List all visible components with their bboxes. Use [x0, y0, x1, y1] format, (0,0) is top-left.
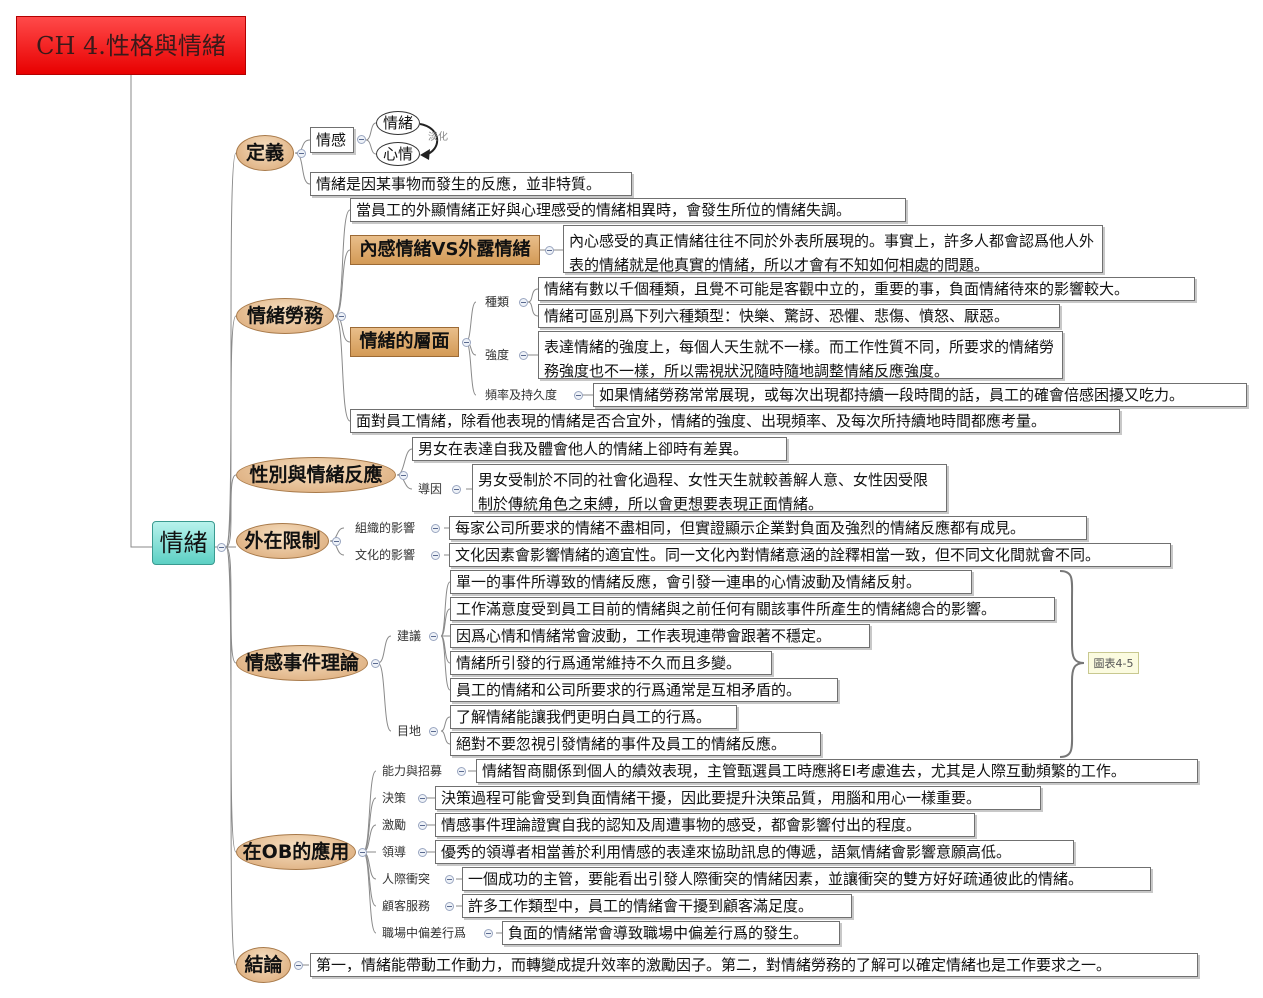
ob-motivation-text[interactable]: 情感事件理論證實自我的認知及周遭事物的感受，都會影響付出的程度。 [435, 813, 975, 837]
fade-label: 淡化 [428, 132, 448, 143]
ob-decision-text[interactable]: 決策過程可能會受到負面情緒干擾，因此要提升決策品質，用腦和用心一樣重要。 [435, 786, 1041, 810]
gender-cause-text[interactable]: 男女受制於不同的社會化過程、女性天生就較善解人意、女性因受限制於傳統角色之束縛，… [472, 464, 947, 513]
emotional-labor-summary[interactable]: 面對員工情緒，除看他表現的情緒是否合宜外，情緒的強度、出現頻率、及每次所持續地時… [350, 409, 1120, 433]
collapse-toggle-icon[interactable] [457, 767, 466, 776]
ob-leadership-text[interactable]: 優秀的領導者相當善於利用情感的表達來協助訊息的傳遞，語氣情緒會影響意願高低。 [435, 840, 1074, 864]
map-title[interactable]: CH 4.性格與情緒 [16, 16, 246, 75]
variety-text-1[interactable]: 情緒有數以千個種類，且覺不可能是客觀中立的，重要的事，負面情緒待來的影響較大。 [538, 277, 1195, 301]
label-leadership: 領導 [382, 845, 407, 859]
frequency-text[interactable]: 如果情緒勞務常常展現，或每次出現都持續一段時間的話，員工的確會倍感困擾又吃力。 [593, 383, 1247, 407]
collapse-toggle-icon[interactable] [294, 961, 303, 970]
label-suggestions: 建議 [397, 629, 422, 643]
label-deviant-behavior: 職場中偏差行爲 [382, 926, 467, 940]
collapse-toggle-icon[interactable] [545, 246, 554, 255]
label-motivation: 激勵 [382, 818, 407, 832]
topic-conclusion[interactable]: 結論 [236, 947, 291, 983]
intensity-text[interactable]: 表達情緒的強度上，每個人天生就不一樣。而工作性質不同，所要求的情緒勞務強度也不一… [538, 331, 1063, 380]
central-topic[interactable]: 情緒 [152, 521, 215, 565]
suggestion-3[interactable]: 因爲心情和情緒常會波動，工作表現連帶會跟著不穩定。 [450, 624, 870, 648]
ob-deviant-behavior-text[interactable]: 負面的情緒常會導致職場中偏差行爲的發生。 [502, 921, 840, 945]
collapse-toggle-icon[interactable] [332, 537, 341, 546]
suggestion-1[interactable]: 單一的事件所導致的情緒反應，會引發一連串的心情波動及情緒反射。 [450, 570, 972, 594]
collapse-toggle-icon[interactable] [431, 551, 440, 560]
topic-definition[interactable]: 定義 [236, 135, 294, 171]
suggestion-4[interactable]: 情緒所引發的行爲通常維持不久而且多變。 [450, 651, 772, 675]
collapse-toggle-icon[interactable] [519, 298, 528, 307]
collapse-toggle-icon[interactable] [462, 338, 471, 347]
felt-vs-displayed-text[interactable]: 內心感受的真正情緒往往不同於外表所展現的。事實上，許多人都會認爲他人外表的情緒就… [563, 225, 1103, 274]
collapse-toggle-icon[interactable] [358, 848, 367, 857]
cultural-influence-text[interactable]: 文化因素會影響情緒的適宜性。同一文化內對情緒意涵的詮釋相當一致，但不同文化間就會… [449, 543, 1171, 567]
topic-gender[interactable]: 性別與情緒反應 [236, 457, 396, 493]
label-variety: 種類 [485, 295, 510, 309]
label-customer-service: 顧客服務 [382, 899, 431, 913]
collapse-toggle-icon[interactable] [357, 135, 366, 144]
label-decision: 決策 [382, 791, 407, 805]
label-cultural-influence: 文化的影響 [355, 548, 416, 562]
collapse-toggle-icon[interactable] [418, 821, 427, 830]
gender-text[interactable]: 男女在表達自我及體會他人的情緒上卻時有差異。 [412, 437, 787, 461]
organizational-influence-text[interactable]: 每家公司所要求的情緒不盡相同，但實證顯示企業對負面及強烈的情緒反應都有成見。 [449, 516, 1087, 540]
label-conflict: 人際衝突 [382, 872, 431, 886]
node-feeling[interactable]: 情感 [310, 127, 354, 153]
subtopic-emotion-dimensions[interactable]: 情緒的層面 [350, 327, 459, 357]
emotional-dissonance-text[interactable]: 當員工的外顯情緒正好與心理感受的情緒相異時，會發生所位的情緒失調。 [350, 198, 906, 222]
label-organizational-influence: 組織的影響 [355, 521, 416, 535]
node-emotion[interactable]: 情緒 [376, 111, 420, 135]
topic-emotional-labor[interactable]: 情緒勞務 [236, 298, 334, 334]
ob-ability-selection-text[interactable]: 情緒智商關係到個人的績效表現，主管甄選員工時應將EI考慮進去，尤其是人際互動頻繁… [476, 759, 1198, 783]
figure-reference-note[interactable]: 圖表4-5 [1088, 652, 1139, 674]
collapse-toggle-icon[interactable] [431, 524, 440, 533]
collapse-toggle-icon[interactable] [399, 471, 408, 480]
collapse-toggle-icon[interactable] [519, 351, 528, 360]
ob-conflict-text[interactable]: 一個成功的主管，要能看出引發人際衝突的情緒因素，並讓衝突的雙方好好疏通彼此的情緒… [462, 867, 1151, 891]
collapse-toggle-icon[interactable] [371, 659, 380, 668]
label-frequency: 頻率及持久度 [485, 388, 558, 402]
collapse-toggle-icon[interactable] [429, 632, 438, 641]
collapse-toggle-icon[interactable] [418, 848, 427, 857]
label-purpose: 目地 [397, 724, 422, 738]
purpose-2[interactable]: 絕對不要忽視引發情緒的事件及員工的情緒反應。 [450, 732, 821, 756]
topic-affective-events-theory[interactable]: 情感事件理論 [236, 645, 368, 681]
collapse-toggle-icon[interactable] [429, 727, 438, 736]
collapse-toggle-icon[interactable] [574, 391, 583, 400]
collapse-toggle-icon[interactable] [484, 929, 493, 938]
label-intensity: 強度 [485, 348, 510, 362]
conclusion-text[interactable]: 第一，情緒能帶動工作動力，而轉變成提升效率的激勵因子。第二，對情緒勞務的了解可以… [310, 953, 1198, 977]
variety-text-2[interactable]: 情緒可區別爲下列六種類型：快樂、驚訝、恐懼、悲傷、憤怒、厭惡。 [538, 304, 1060, 328]
topic-ob-applications[interactable]: 在OB的應用 [236, 834, 356, 870]
collapse-toggle-icon[interactable] [452, 485, 461, 494]
label-ability-selection: 能力與招募 [382, 764, 443, 778]
collapse-toggle-icon[interactable] [297, 149, 306, 158]
collapse-toggle-icon[interactable] [445, 902, 454, 911]
label-cause: 導因 [418, 482, 443, 496]
subtopic-felt-vs-displayed[interactable]: 內感情緒VS外露情緒 [350, 235, 540, 265]
node-mood[interactable]: 心情 [376, 142, 420, 166]
suggestion-5[interactable]: 員工的情緒和公司所要求的行爲通常是互相矛盾的。 [450, 678, 838, 702]
purpose-1[interactable]: 了解情緒能讓我們更明白員工的行爲。 [450, 705, 737, 729]
collapse-toggle-icon[interactable] [217, 543, 226, 552]
ob-customer-service-text[interactable]: 許多工作類型中，員工的情緒會干擾到顧客滿足度。 [462, 894, 852, 918]
collapse-toggle-icon[interactable] [337, 312, 346, 321]
collapse-toggle-icon[interactable] [445, 875, 454, 884]
collapse-toggle-icon[interactable] [418, 794, 427, 803]
definition-statement[interactable]: 情緒是因某事物而發生的反應，並非特質。 [310, 172, 632, 196]
suggestion-2[interactable]: 工作滿意度受到員工目前的情緒與之前任何有關該事件所產生的情緒總合的影響。 [450, 597, 1055, 621]
topic-external-constraints[interactable]: 外在限制 [236, 523, 329, 559]
